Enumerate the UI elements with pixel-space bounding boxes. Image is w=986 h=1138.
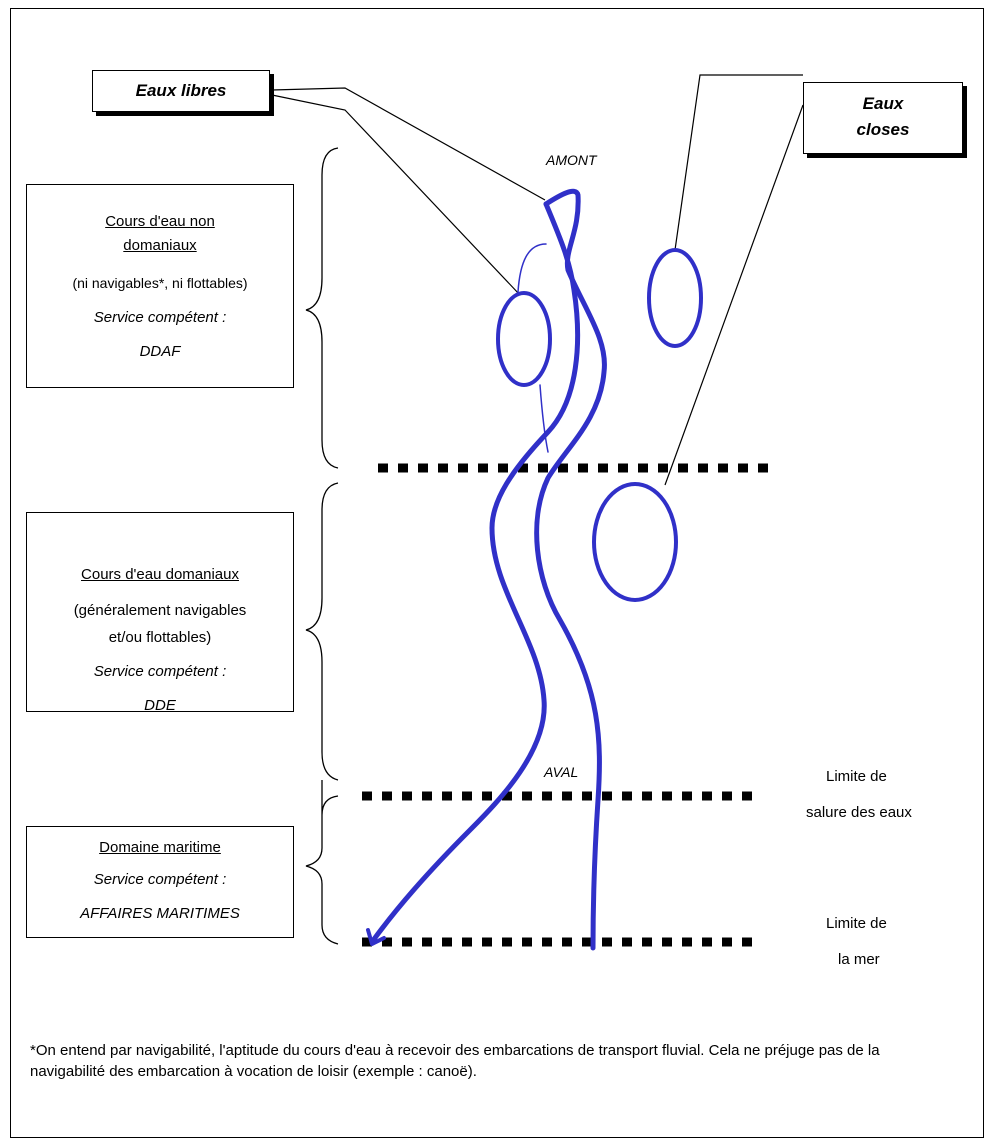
pond-free-waters <box>496 291 552 387</box>
free-waters-callout: Eaux libres <box>92 70 270 112</box>
closed-waters-label-line2: closes <box>856 120 910 139</box>
footnote: *On entend par navigabilité, l'aptitude … <box>30 1042 880 1080</box>
free-waters-label: Eaux libres <box>135 81 227 100</box>
river-left-bank <box>369 201 581 945</box>
brace-zone-2 <box>305 482 339 781</box>
zone-1-service: DDAF <box>139 343 181 360</box>
zone-box-domanial: Cours d'eau domaniaux (généralement navi… <box>26 512 294 714</box>
zone-2-detail-line2: et/ou flottables) <box>108 629 212 646</box>
leader-closed-to-pond-bottom <box>664 104 804 486</box>
zone-2-title: Cours d'eau domaniaux <box>81 566 239 583</box>
zone-2-service-label: Service compétent : <box>93 663 227 680</box>
salinity-limit-label-line2: salure des eaux <box>806 804 912 821</box>
zone-1-title-line2: domaniaux <box>123 237 197 254</box>
sea-limit-label-line2: la mer <box>838 951 880 968</box>
zone-box-non-domanial: Cours d'eau non domaniaux (ni navigables… <box>26 184 294 388</box>
pond-closed-top <box>647 248 703 348</box>
leader-free-to-pond <box>271 94 521 296</box>
zone-1-service-label: Service compétent : <box>93 309 227 326</box>
salinity-limit-label-line1: Limite de <box>826 768 887 785</box>
zone-3-service-label: Service compétent : <box>93 871 227 888</box>
closed-waters-label-line1: Eaux <box>862 94 904 113</box>
zone-3-service: AFFAIRES MARITIMES <box>80 905 240 922</box>
zone-2-detail-line1: (généralement navigables <box>73 602 247 619</box>
closed-waters-leaders <box>664 74 804 486</box>
zone-box-maritime: Domaine maritime Service compétent : AFF… <box>26 826 294 938</box>
zone-3-title: Domaine maritime <box>99 839 221 856</box>
zone-1-detail: (ni navigables*, ni flottables) <box>72 275 248 291</box>
side-channel-thin <box>517 243 549 453</box>
upstream-label: AMONT <box>546 152 597 168</box>
zone-braces <box>305 147 339 945</box>
sea-limit-label-line1: Limite de <box>826 915 887 932</box>
closed-waters-callout: Eaux closes <box>803 82 963 154</box>
free-waters-leaders <box>271 87 546 296</box>
river-right-bank <box>534 188 607 951</box>
downstream-label: AVAL <box>544 764 579 780</box>
river-arrow <box>366 928 386 946</box>
zone-2-service: DDE <box>144 697 176 714</box>
brace-zone-3 <box>305 780 339 945</box>
limit-lines <box>362 463 775 947</box>
leader-free-to-river <box>271 87 546 201</box>
zone-1-title-line1: Cours d'eau non <box>105 213 215 230</box>
pond-closed-bottom <box>592 482 678 602</box>
leader-closed-to-pond-top <box>674 74 803 251</box>
river <box>366 188 703 951</box>
brace-zone-1 <box>305 147 339 469</box>
